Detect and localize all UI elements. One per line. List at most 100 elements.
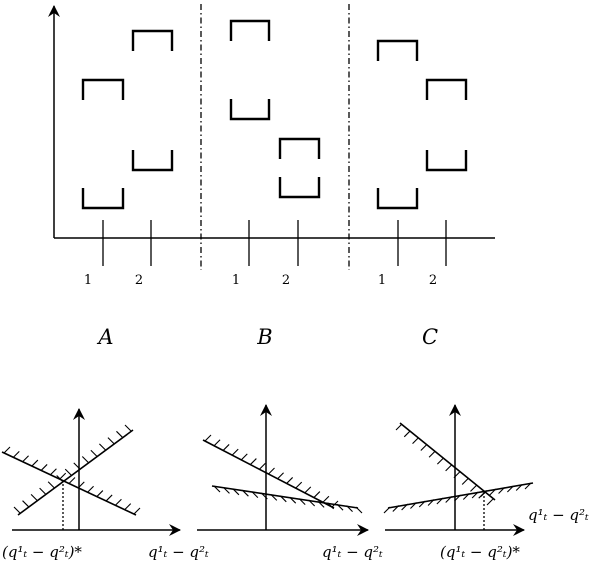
panel-label-b: B — [256, 325, 272, 349]
hatch-mark — [98, 443, 106, 451]
hatch-mark — [298, 498, 306, 505]
tick-labels: 1 2 1 2 1 2 — [84, 273, 437, 288]
hatch-mark — [47, 481, 55, 489]
hatch-mark — [251, 491, 259, 498]
hatch-mark — [470, 484, 477, 492]
hatch-mark — [480, 490, 488, 497]
hatch-mark — [313, 491, 321, 498]
hatch-mark — [116, 430, 123, 438]
hatch-mark — [489, 488, 497, 496]
panel-separators — [200, 4, 350, 270]
panel1-x-axis-label: q¹ₜ − q²ₜ — [148, 543, 209, 561]
panel-label-a: A — [96, 325, 113, 349]
hatch-mark — [213, 485, 221, 493]
hatch-mark — [77, 481, 85, 489]
hatch-mark — [3, 446, 11, 454]
hatch-mark — [471, 491, 479, 499]
bracket-b2-lower — [278, 177, 321, 199]
panel-label-c: C — [422, 325, 438, 349]
hatch-mark — [260, 492, 268, 500]
hatch-mark — [436, 457, 444, 465]
hatch-mark — [461, 478, 469, 485]
hatch-mark — [232, 488, 240, 496]
hatch-mark — [277, 472, 284, 480]
hatch-mark — [268, 467, 275, 475]
hatch-mark — [124, 503, 132, 511]
hatch-mark — [22, 455, 29, 463]
bracket-b1-upper — [229, 19, 271, 41]
panel1-hatch-descending — [3, 446, 141, 515]
hatch-mark — [395, 423, 403, 431]
hatch-mark — [317, 501, 325, 508]
hatch-mark — [56, 475, 64, 482]
panel2-hatch-shallow — [213, 485, 363, 514]
hatch-mark — [498, 487, 505, 494]
hatch-mark — [427, 499, 435, 506]
hatch-mark — [383, 506, 391, 514]
hatch-mark — [64, 468, 72, 476]
hatch-mark — [506, 485, 514, 493]
top-axes — [48, 5, 495, 239]
hatch-mark — [331, 500, 339, 508]
panel2-hatch-steep — [204, 434, 339, 508]
hatch-mark — [90, 449, 98, 457]
bracket-a2-lower — [131, 150, 174, 172]
hatch-mark — [223, 487, 230, 494]
hatch-mark — [39, 487, 47, 495]
panel1-point-label: (q¹ₜ − q²ₜ)* — [2, 543, 82, 561]
hatch-mark — [346, 505, 353, 512]
hatch-mark — [73, 462, 81, 470]
hatch-mark — [304, 486, 312, 494]
hatch-mark — [410, 502, 417, 509]
tick-label-a2: 2 — [135, 273, 143, 288]
hatch-mark — [401, 503, 409, 511]
hatch-mark — [453, 471, 461, 479]
hatch-mark — [436, 497, 444, 505]
bracket-a2-upper — [131, 29, 174, 51]
hatch-mark — [231, 448, 239, 456]
panel2-line-shallow — [211, 485, 359, 509]
hatch-mark — [124, 424, 132, 432]
hatch-mark — [213, 439, 221, 447]
panel1-line-ascending — [17, 429, 134, 516]
bracket-a1-upper — [81, 78, 125, 100]
hatch-mark — [22, 500, 29, 508]
interval-brackets — [81, 19, 468, 210]
tick-label-b2: 2 — [282, 273, 290, 288]
hatch-mark — [445, 464, 453, 472]
hatch-mark — [454, 494, 461, 502]
panel3-hatch-ascending — [383, 482, 532, 514]
bracket-c1-lower — [376, 188, 419, 210]
bracket-b1-lower — [229, 99, 271, 121]
hatch-mark — [336, 503, 344, 511]
hatch-mark — [270, 494, 278, 501]
bracket-a1-lower — [81, 188, 125, 210]
tick-label-c2: 2 — [429, 273, 437, 288]
hatch-mark — [403, 430, 411, 438]
hatch-mark — [107, 437, 115, 445]
hatch-mark — [30, 493, 38, 501]
hatch-mark — [392, 505, 400, 512]
hatch-mark — [240, 453, 248, 461]
bottom-panel-3: q¹ₜ − q²ₜ (q¹ₜ − q²ₜ)* — [383, 404, 589, 561]
hatch-mark — [40, 464, 48, 471]
hatch-mark — [308, 499, 316, 507]
hatch-mark — [462, 493, 470, 500]
hatch-mark — [133, 507, 141, 515]
hatch-mark — [13, 506, 21, 514]
panel1-hatch-ascending — [13, 424, 132, 514]
hatch-mark — [412, 437, 419, 445]
tick-label-a1: 1 — [84, 273, 92, 288]
hatch-mark — [105, 494, 113, 502]
hatch-mark — [355, 506, 363, 514]
bottom-panel-2: q¹ₜ − q²ₜ — [197, 404, 383, 561]
hatch-mark — [31, 459, 39, 467]
bracket-c1-upper — [376, 39, 419, 61]
hatch-mark — [327, 502, 334, 510]
tick-marks — [102, 220, 447, 266]
hatch-mark — [87, 485, 94, 493]
hatch-mark — [428, 450, 436, 458]
panel3-line-descending — [399, 422, 496, 501]
hatch-mark — [204, 434, 212, 442]
